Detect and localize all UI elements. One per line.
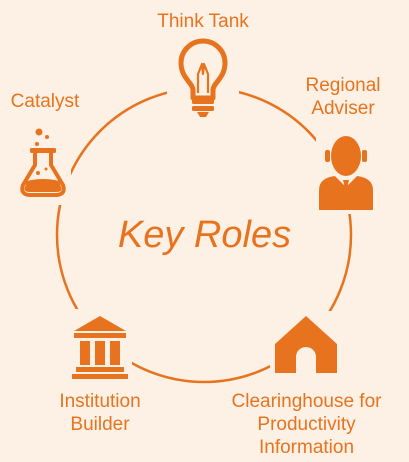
role-label-line: Catalyst [10, 91, 80, 112]
institution-building-icon [68, 309, 132, 379]
lightbulb-icon [167, 38, 239, 122]
role-label-line: Information [258, 437, 355, 458]
flask-icon [15, 125, 71, 205]
businessman-icon [316, 132, 378, 214]
role-label-institution-builder: Institution Builder [30, 390, 170, 436]
role-label-line: Think Tank [157, 11, 249, 32]
role-label-line: Adviser [311, 98, 375, 119]
role-label-line: Regional [305, 75, 381, 96]
diagram-title: Key Roles [117, 214, 292, 256]
role-label-catalyst: Catalyst [0, 90, 90, 113]
role-label-line: Clearinghouse for [231, 391, 382, 412]
role-label-line: Productivity [257, 414, 356, 435]
role-label-clearinghouse: Clearinghouse for Productivity Informati… [204, 390, 409, 459]
role-label-think-tank: Think Tank [103, 10, 303, 33]
role-label-line: Builder [70, 414, 130, 435]
role-label-line: Institution [59, 391, 141, 412]
role-label-regional-adviser: Regional Adviser [288, 74, 398, 120]
house-icon [270, 311, 342, 379]
